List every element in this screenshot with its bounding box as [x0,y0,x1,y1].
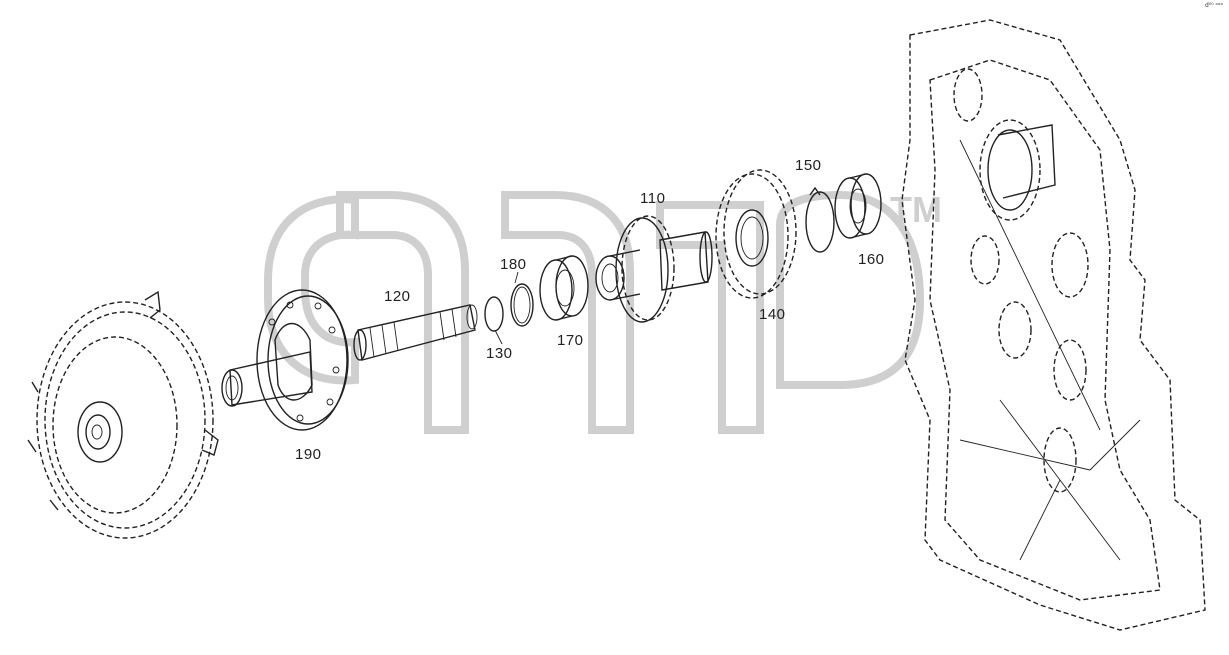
gear-shaft-110 [595,215,713,323]
callout-180: 180 [500,256,527,273]
watermark-logo [264,190,925,434]
callout-190: 190 [295,446,322,463]
ring-180 [510,283,534,327]
snap-ring-130 [484,296,504,332]
torque-converter-190 [27,290,219,539]
bearing-170 [539,255,589,321]
stator-support-190 [221,289,349,431]
callout-160: 160 [858,251,885,268]
shaft-120 [353,304,478,361]
circlip-150 [805,186,835,253]
corner-mark: d⁰⁰ ᵒᵒᵒ [1205,2,1223,9]
bearing-160 [834,173,882,239]
callout-130: 130 [486,345,513,362]
gear-140 [715,169,797,299]
leader-lines [494,271,519,345]
callout-150: 150 [795,157,822,174]
callout-140: 140 [759,306,786,323]
callout-170: 170 [557,332,584,349]
callout-120: 120 [384,288,411,305]
callout-110: 110 [640,190,666,207]
transmission-housing [901,19,1206,631]
